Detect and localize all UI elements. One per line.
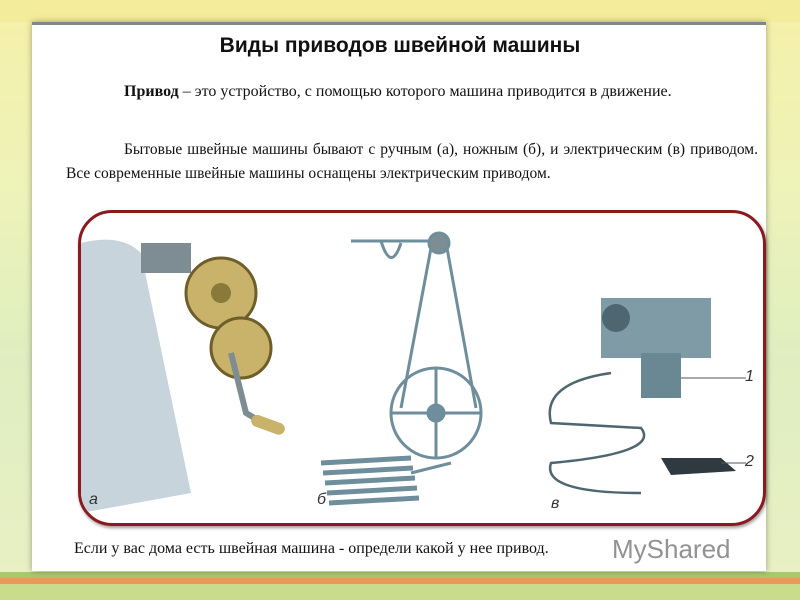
slide-title: Виды приводов швейной машины (219, 34, 581, 57)
electric-drive-illustration (548, 298, 746, 495)
decor-stripe (0, 584, 800, 600)
watermark-logo: MyShared (612, 534, 731, 564)
hand-drive-illustration (81, 239, 285, 513)
drive-types-figure: а б в 1 2 (78, 210, 766, 526)
callout-2: 2 (745, 453, 754, 470)
definition-term: Привод (124, 83, 179, 100)
figure-illustration (81, 231, 746, 513)
decor-stripe (0, 0, 800, 22)
decor-stripe (0, 572, 800, 578)
callout-1: 1 (745, 368, 754, 385)
definition-text: – это устройство, с помощью которого маш… (178, 83, 672, 100)
footer-question: Если у вас дома есть швейная машина - оп… (74, 540, 549, 557)
label-hand-drive: а (89, 491, 98, 508)
label-electric-drive: в (551, 495, 560, 512)
label-foot-drive: б (317, 491, 326, 508)
decor-stripe (0, 578, 800, 584)
definition-paragraph: Привод – это устройство, с помощью котор… (66, 80, 758, 104)
foot-drive-illustration (320, 231, 483, 506)
types-paragraph: Бытовые швейные машины бывают с ручным (… (66, 141, 758, 182)
